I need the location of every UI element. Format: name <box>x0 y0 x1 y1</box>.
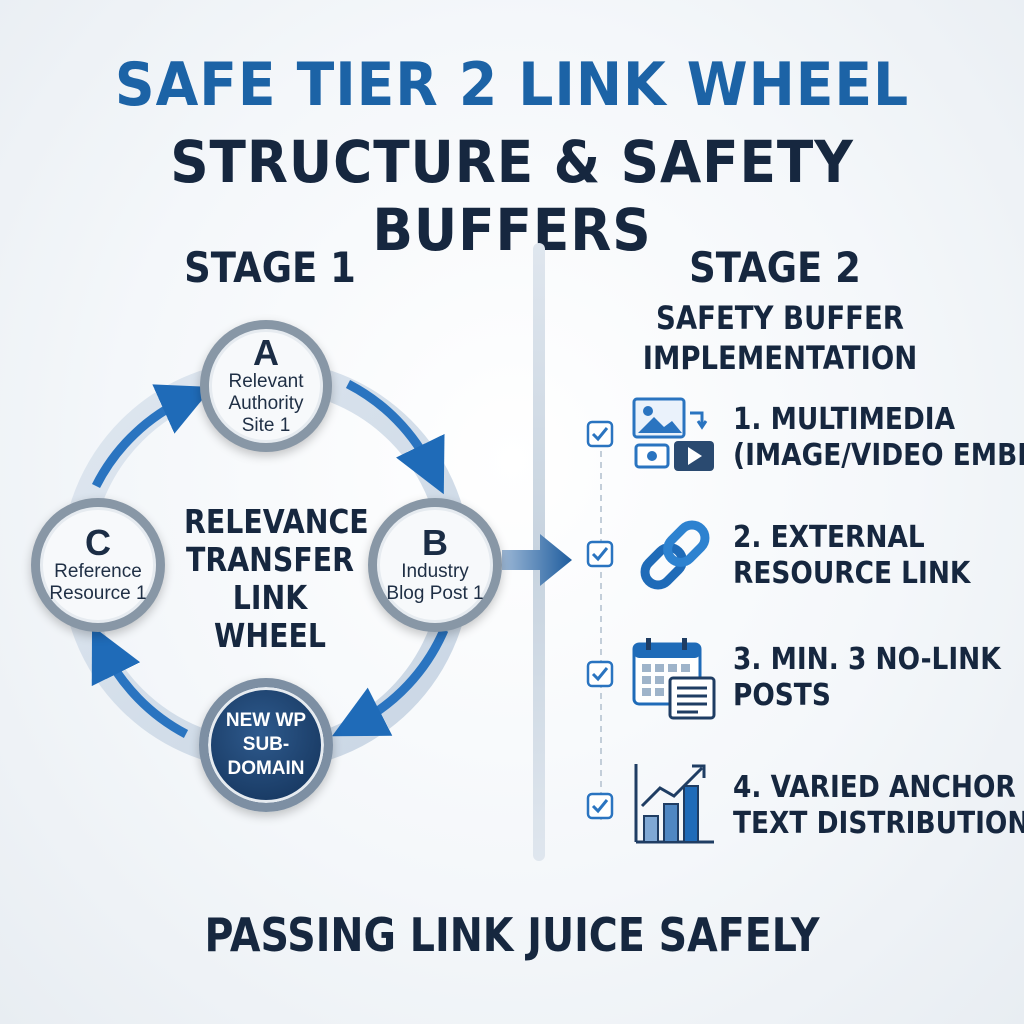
step-3-line: 3. MIN. 3 NO-LINK <box>733 642 1001 677</box>
node-c-letter: C <box>85 522 111 563</box>
node-b-label-line: Blog Post 1 <box>386 583 484 604</box>
stage-arrow-icon <box>502 534 572 586</box>
step-4-line: TEXT DISTRIBUTION <box>733 806 1024 841</box>
checkbox-icon <box>586 660 614 688</box>
stage-2-heading: STAGE 2 <box>689 243 861 292</box>
node-a-letter: A <box>253 332 279 373</box>
wheel-center-label: RELEVANCE TRANSFER LINK WHEEL <box>184 502 369 655</box>
node-b-label-line: Industry <box>401 561 469 582</box>
hub-label-line: DOMAIN <box>227 758 305 779</box>
chain-link-icon <box>640 520 710 590</box>
checkbox-icon <box>586 540 614 568</box>
footer-tagline: PASSING LINK JUICE SAFELY <box>204 908 820 962</box>
node-a-label-line: Site 1 <box>241 415 291 436</box>
node-c-reference-resource: C Reference Resource 1 <box>31 498 165 632</box>
step-2-text: 2. EXTERNAL RESOURCE LINK <box>733 520 970 592</box>
step-3-text: 3. MIN. 3 NO-LINK POSTS <box>733 642 1001 714</box>
node-hub-new-wp-subdomain: NEW WP SUB- DOMAIN <box>199 678 333 812</box>
arrow-b-to-hub <box>331 628 449 737</box>
arrow-a-to-b <box>345 379 445 495</box>
stage-2-subheading-line: IMPLEMENTATION <box>642 339 918 377</box>
arrow-c-to-a <box>91 384 213 489</box>
node-b-letter: B <box>422 522 448 563</box>
wheel-center-line: LINK WHEEL <box>214 578 326 655</box>
step-4-text: 4. VARIED ANCHOR TEXT DISTRIBUTION <box>733 770 1024 842</box>
stage-2-subheading: SAFETY BUFFER IMPLEMENTATION <box>634 298 926 378</box>
node-b-industry-blog-post: B Industry Blog Post 1 <box>368 498 502 632</box>
calendar-posts-icon <box>632 638 716 720</box>
stage-2-subheading-line: SAFETY BUFFER <box>656 299 904 337</box>
multimedia-icon <box>632 397 714 471</box>
step-2-line: 2. EXTERNAL <box>733 520 925 555</box>
node-a-relevant-authority-site: A Relevant Authority Site 1 <box>200 320 332 452</box>
step-1-line: 1. MULTIMEDIA <box>733 402 956 437</box>
node-a-label-line: Authority <box>228 393 304 414</box>
bar-chart-growth-icon <box>634 764 714 844</box>
steps-connector-line <box>600 440 602 820</box>
node-c-label-line: Resource 1 <box>49 583 147 604</box>
title-line-2: STRUCTURE & SAFETY BUFFERS <box>170 128 854 264</box>
arrow-hub-to-c <box>91 625 189 738</box>
step-4-line: 4. VARIED ANCHOR <box>733 770 1016 805</box>
checkbox-icon <box>586 792 614 820</box>
title-line-1: SAFE TIER 2 LINK WHEEL <box>114 50 910 120</box>
wheel-center-line: TRANSFER <box>186 540 354 579</box>
stage-1-heading: STAGE 1 <box>184 243 356 292</box>
step-1-line: (IMAGE/VIDEO EMBED) <box>733 438 1024 473</box>
step-3-line: POSTS <box>733 678 831 713</box>
hub-label-line: SUB- <box>242 734 290 755</box>
step-2-line: RESOURCE LINK <box>733 556 971 591</box>
checkbox-icon <box>586 420 614 448</box>
node-c-label-line: Reference <box>54 561 142 582</box>
wheel-center-line: RELEVANCE <box>184 502 369 541</box>
hub-label-line: NEW WP <box>225 710 307 731</box>
step-1-text: 1. MULTIMEDIA (IMAGE/VIDEO EMBED) <box>733 402 1024 474</box>
node-a-label-line: Relevant <box>228 371 304 392</box>
